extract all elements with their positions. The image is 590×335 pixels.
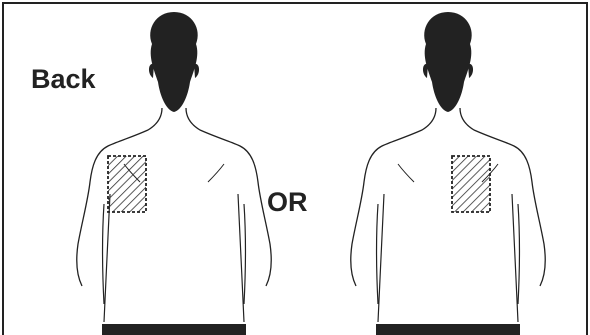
torso-left [104,194,110,322]
ear-left [149,64,154,78]
ear-left [423,64,428,78]
ear-right [468,64,473,78]
patch-area [108,156,146,212]
arm-inner-right [244,204,246,304]
body-outline [77,108,271,286]
head-shape [150,12,197,112]
patch-area [452,156,490,212]
shoulder-blade-right [208,164,224,182]
ear-right [194,64,199,78]
back-figure-right [348,4,548,335]
shoulder-blade-left [398,164,414,182]
waistband [376,324,520,335]
torso-right [512,194,518,322]
back-figure-left [74,4,274,335]
head-shape [424,12,471,112]
body-outline [351,108,545,286]
waistband [102,324,246,335]
torso-right [238,194,244,322]
arm-inner-left [377,204,379,304]
arm-inner-left [103,204,105,304]
arm-inner-right [518,204,520,304]
torso-left [378,194,384,322]
